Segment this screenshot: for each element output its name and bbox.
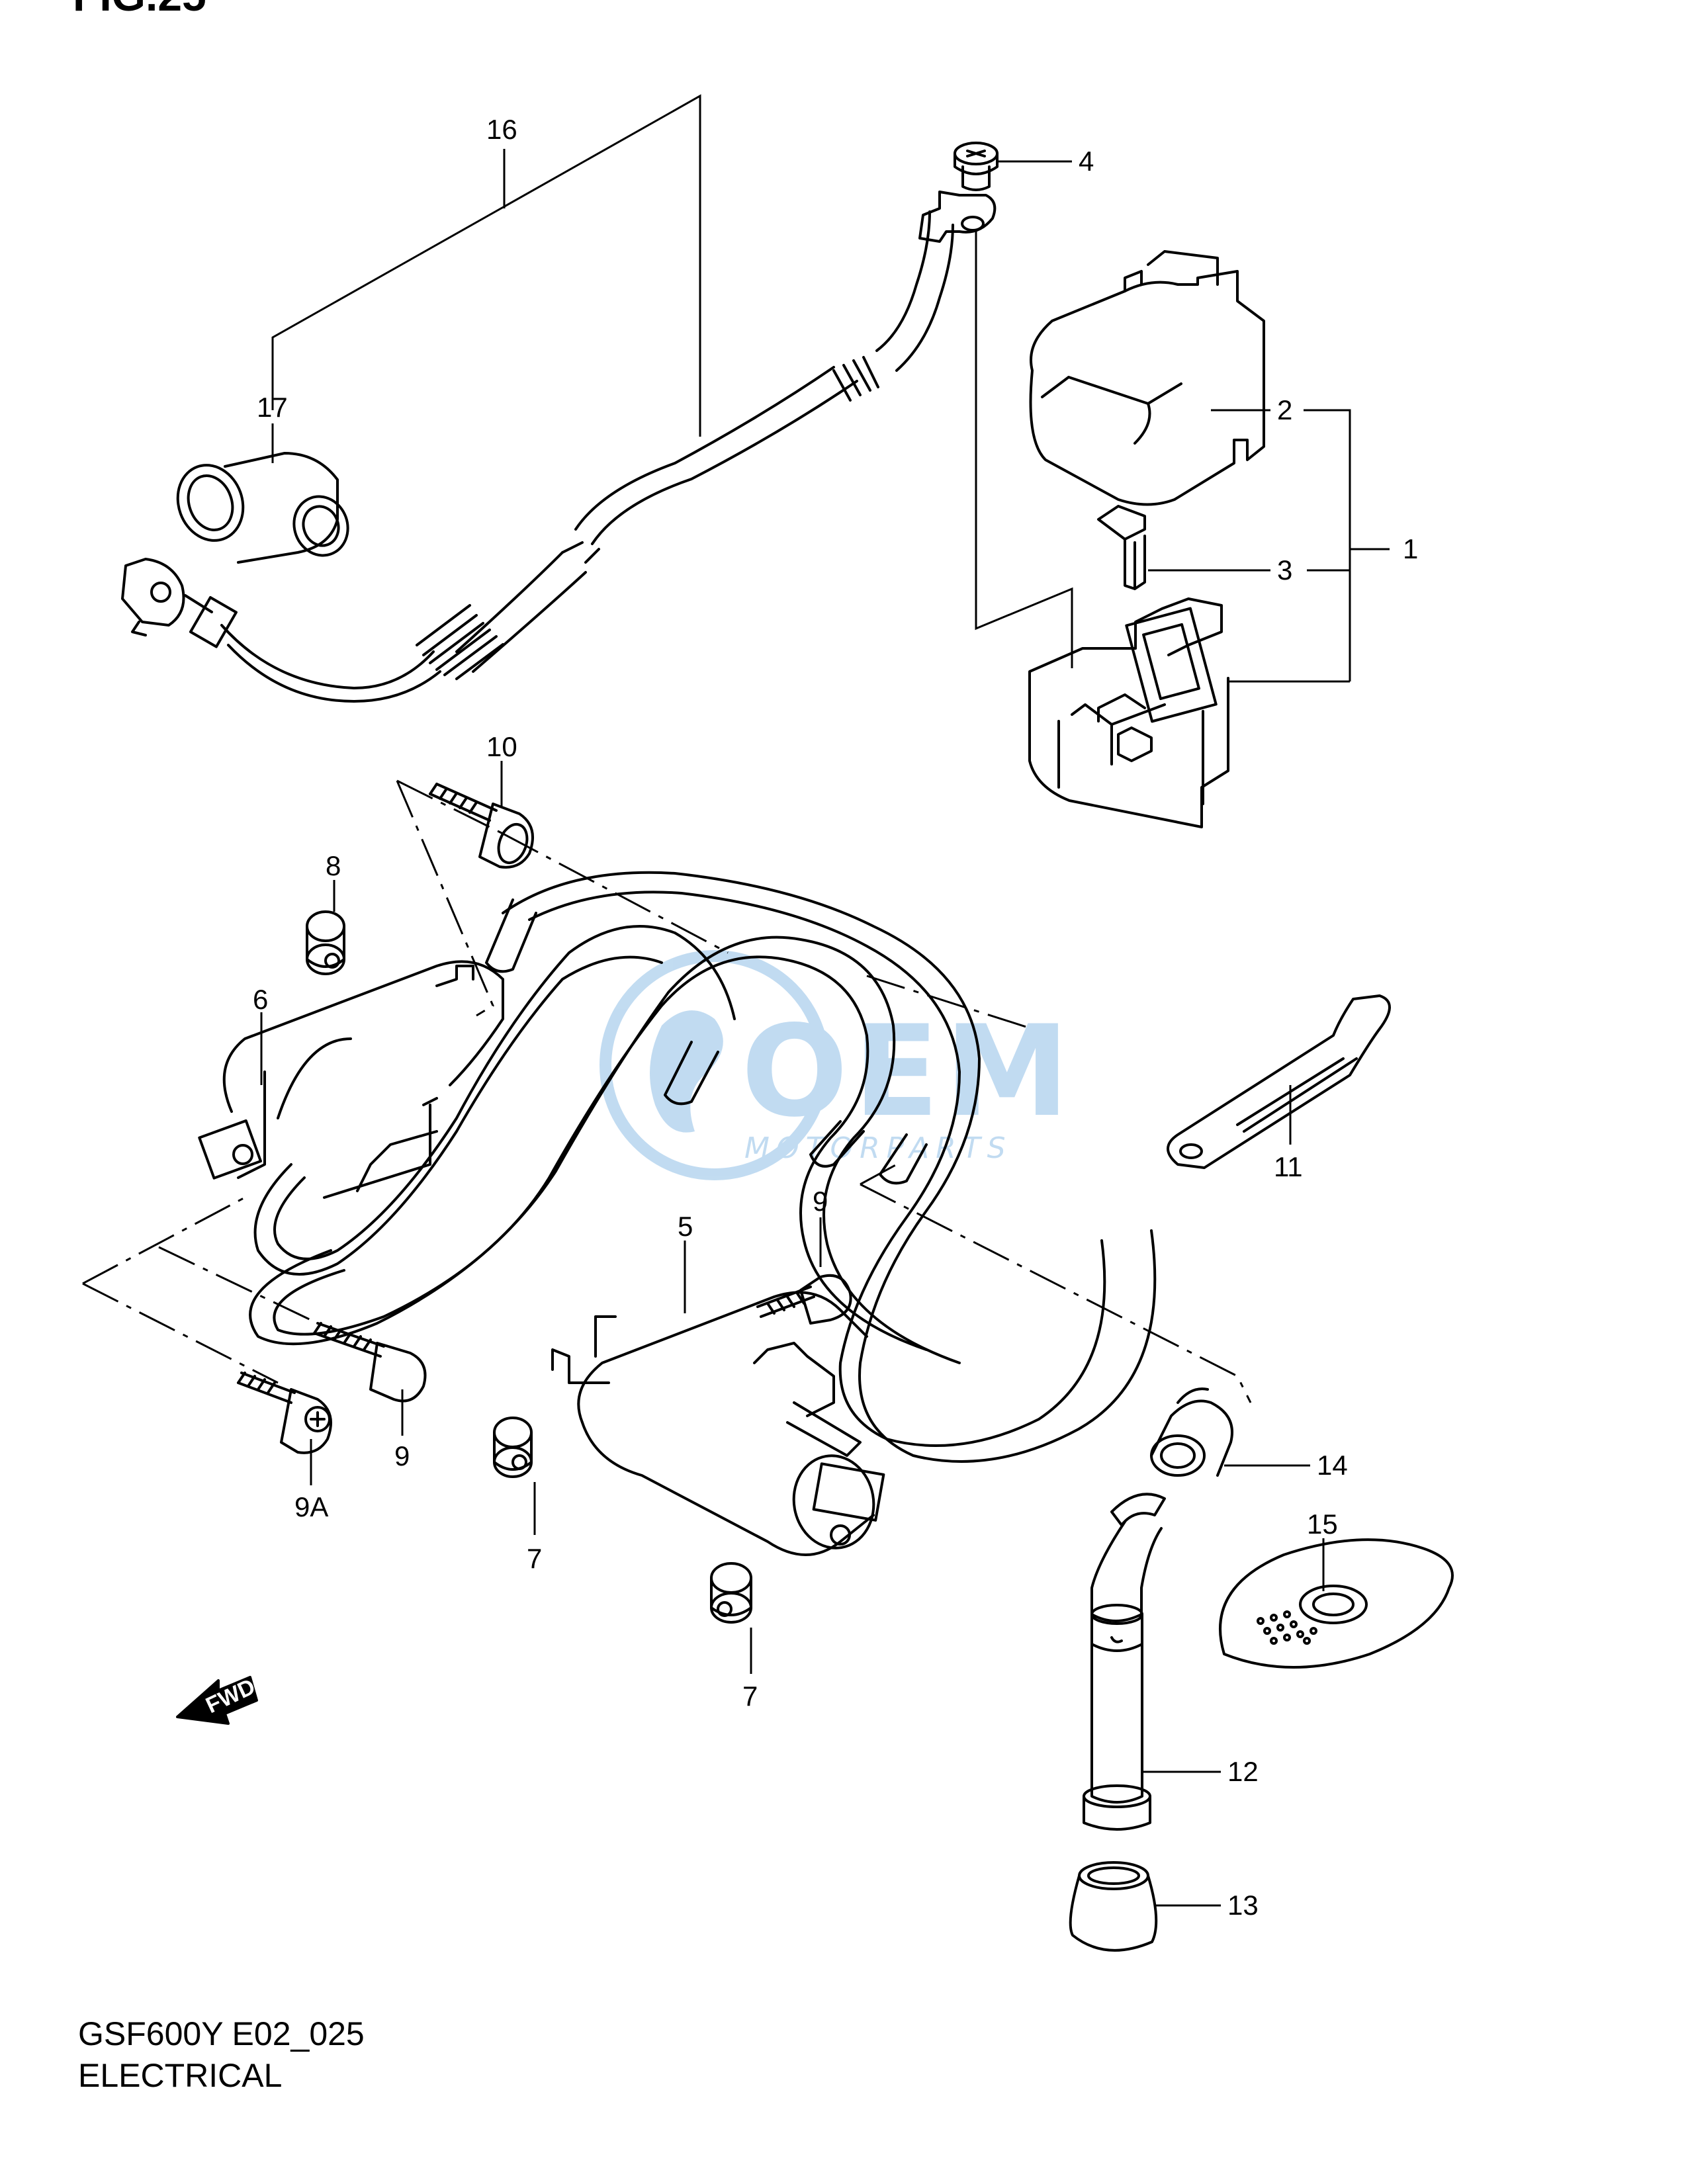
callout-7b: 7 <box>742 1681 758 1712</box>
plug-cap <box>1083 1493 1166 1831</box>
cushion-7a <box>493 1417 533 1478</box>
callout-1: 1 <box>1403 533 1418 564</box>
ignition-coil-2 <box>551 1291 885 1556</box>
callout-13: 13 <box>1227 1890 1259 1921</box>
bolt-9a <box>237 1372 332 1454</box>
high-tension-leads <box>249 871 1157 1463</box>
callout-17: 17 <box>257 392 288 423</box>
ignition-coil-1 <box>198 960 504 1199</box>
starter-relay-assembly <box>1028 597 1229 828</box>
cap-seal <box>1069 1861 1158 1952</box>
section-title: ELECTRICAL <box>78 2057 283 2094</box>
cushion-7b <box>710 1562 752 1624</box>
callout-14: 14 <box>1317 1450 1348 1481</box>
bolt-9-right <box>756 1274 852 1325</box>
callout-8: 8 <box>326 850 341 881</box>
screw <box>954 142 999 191</box>
watermark-logo: OEM MOTORPARTS <box>600 950 1075 1180</box>
watermark-brand: OEM <box>741 998 1075 1145</box>
fuse <box>1097 505 1146 590</box>
terminal-cover <box>176 452 349 564</box>
fwd-arrow-icon: FWD <box>176 1674 259 1725</box>
battery-cable <box>121 191 997 703</box>
callout-10: 10 <box>486 731 517 762</box>
model-code: GSF600Y E02_025 <box>78 2015 365 2052</box>
bolt-10 <box>429 783 534 869</box>
callout-4: 4 <box>1079 146 1094 177</box>
cushion-8 <box>306 910 345 975</box>
grommet <box>1150 1387 1233 1477</box>
callout-12: 12 <box>1227 1756 1259 1787</box>
callout-15: 15 <box>1307 1508 1338 1540</box>
callout-5: 5 <box>678 1211 693 1242</box>
callout-16: 16 <box>486 114 517 145</box>
relay-cover <box>1029 250 1265 506</box>
callout-9a: 9A <box>294 1491 328 1522</box>
watermark-sub: MOTORPARTS <box>744 1131 1012 1165</box>
band <box>1167 994 1391 1169</box>
callout-6: 6 <box>253 984 268 1015</box>
bolt-9-left <box>313 1322 427 1403</box>
callout-9-right: 9 <box>813 1186 828 1217</box>
callout-7a: 7 <box>527 1543 542 1574</box>
figure-title: FIG.25 <box>73 0 206 20</box>
callout-3: 3 <box>1277 554 1292 586</box>
plate <box>1219 1538 1454 1669</box>
callout-9-left: 9 <box>394 1440 410 1471</box>
callout-11: 11 <box>1274 1151 1303 1182</box>
callout-2: 2 <box>1277 394 1292 425</box>
